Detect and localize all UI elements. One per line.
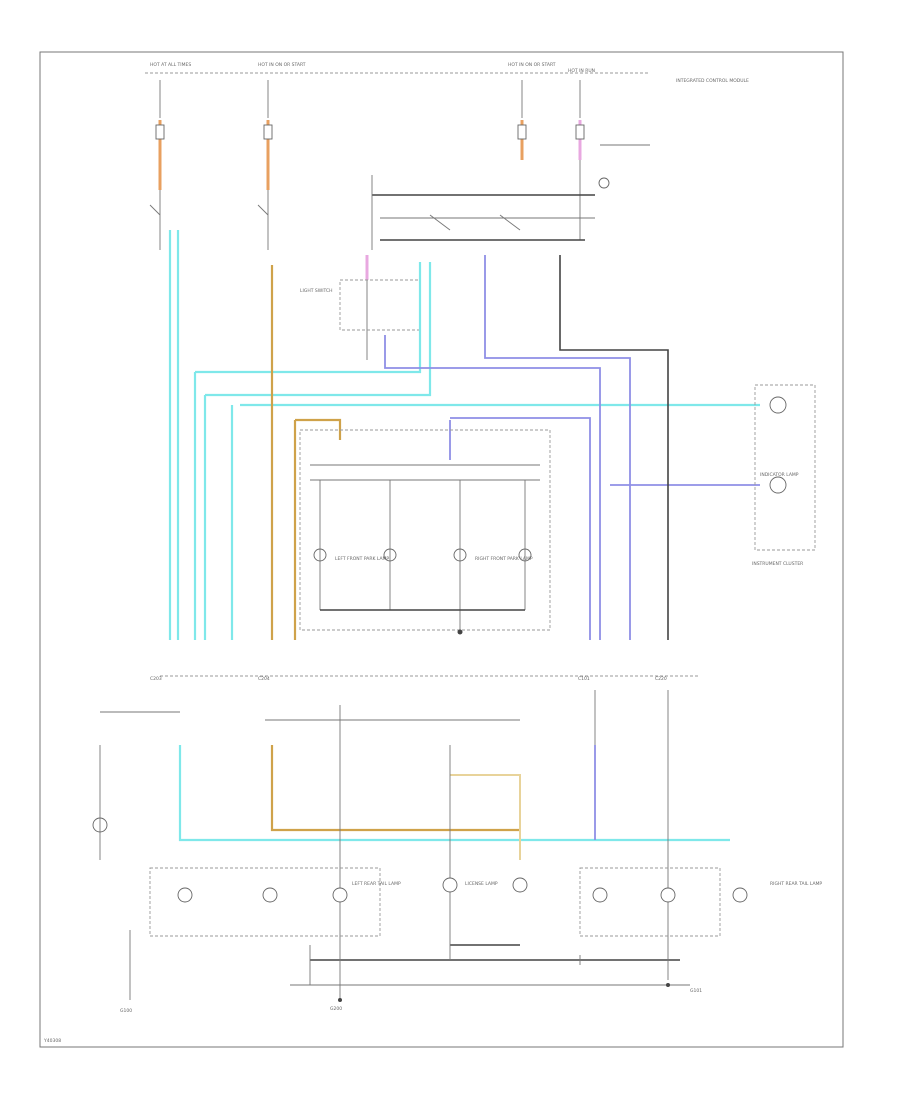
rear-lamp-section: LEFT REAR TAIL LAMP RIGHT REAR TAIL LAMP…: [92, 690, 822, 1002]
wire-tan-4: [270, 745, 520, 832]
wire-cyan-3: [195, 262, 422, 374]
diagram-border: [39, 51, 844, 1048]
left-front-park-lamp-label: LEFT FRONT PARK LAMP: [335, 556, 389, 562]
fuse-3: [517, 80, 527, 160]
light-switch-label: LIGHT SWITCH: [300, 288, 333, 294]
wire-black-1: [559, 255, 669, 640]
instrument-cluster-label: INSTRUMENT CLUSTER: [752, 561, 803, 567]
wire-tan-lt: [450, 774, 521, 860]
connector-row: C203 C204 C101 C220: [100, 675, 700, 713]
wire-cyan-9: [178, 745, 730, 842]
fuse-2: [257, 80, 273, 250]
connector-c204: C204: [258, 676, 270, 682]
wire-tan-3: [295, 418, 342, 440]
wire-blue-2: [484, 255, 631, 640]
fuse-1: [149, 80, 165, 250]
right-front-park-lamp-label: RIGHT FRONT PARK LAMP: [475, 556, 533, 562]
connector-c220: C220: [655, 676, 667, 682]
left-rear-tail-lamp-label: LEFT REAR TAIL LAMP: [352, 881, 401, 887]
wire-blue-3: [449, 417, 591, 640]
figure-ref: Y40308: [43, 1038, 61, 1044]
fuse-label-2: HOT IN ON OR START: [258, 62, 306, 68]
license-lamp-label: LICENSE LAMP: [465, 881, 498, 887]
connector-c101: C101: [578, 676, 590, 682]
ground-g101: G101: [690, 988, 702, 994]
harness-note-1: INTEGRATED CONTROL MODULE: [676, 78, 749, 84]
indicator-lamp-label: INDICATOR LAMP: [760, 472, 799, 478]
ground-g200: G200: [330, 1006, 342, 1012]
ground-g100: G100: [120, 1008, 132, 1014]
wire-blue-1: [384, 335, 601, 640]
wire-cyan-6: [205, 262, 432, 397]
fuse-4: [575, 80, 650, 240]
fuse-label-1: HOT AT ALL TIMES: [150, 62, 191, 68]
light-switch: LIGHT SWITCH: [300, 175, 595, 360]
instrument-cluster: INSTRUMENT CLUSTER INDICATOR LAMP: [752, 384, 816, 567]
fuse-label-4: HOT IN RUN: [568, 68, 595, 74]
connector-c203: C203: [150, 676, 162, 682]
fuse-label-3: HOT IN ON OR START: [508, 62, 556, 68]
right-rear-tail-lamp-label: RIGHT REAR TAIL LAMP: [770, 881, 822, 887]
park-lamp-assembly: LEFT FRONT PARK LAMP RIGHT FRONT PARK LA…: [299, 429, 551, 635]
